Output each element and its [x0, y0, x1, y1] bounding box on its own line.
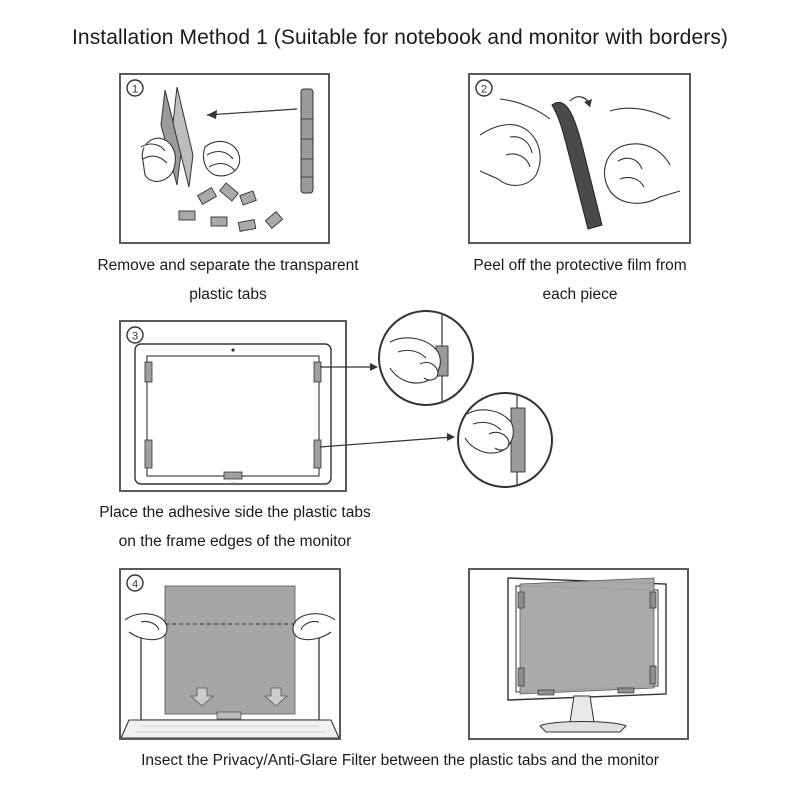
hand-icon	[140, 137, 241, 182]
page-title: Installation Method 1 (Suitable for note…	[71, 26, 729, 49]
plastic-tabs	[144, 361, 322, 480]
step-4-caption: Insect the Privacy/Anti-Glare Filter bet…	[60, 746, 740, 775]
step-2-number: 2	[481, 84, 487, 96]
monitor-result-illustration	[507, 577, 667, 733]
step-3-caption-line-2: on the frame edges of the monitor	[118, 533, 352, 550]
hand-icon	[479, 98, 681, 204]
protective-film-icon	[551, 96, 603, 230]
hand-icon	[464, 409, 514, 454]
step-3-detail-top	[378, 310, 474, 406]
hand-icon	[389, 337, 441, 384]
step-4-caption-line-1: Insect the Privacy/Anti-Glare Filter bet…	[141, 752, 659, 769]
step-4-panel: 4	[119, 568, 341, 740]
tab-pieces	[178, 182, 284, 232]
plastic-tabs	[517, 591, 657, 696]
svg-text:····: ····	[230, 480, 237, 486]
step-1-panel: 1	[119, 73, 330, 244]
step-1-caption-line-1: Remove and separate the transparent	[97, 257, 359, 274]
step-3-caption: Place the adhesive side the plastic tabs…	[70, 498, 400, 556]
step-1-number: 1	[132, 84, 138, 96]
step-3-illustration: 3 ····	[126, 326, 332, 486]
tab-strip-icon	[300, 88, 314, 194]
step-4-number: 4	[132, 579, 138, 591]
step-4-result-panel	[468, 568, 689, 740]
step-2-panel: 2	[468, 73, 691, 244]
step-1-caption-line-2: plastic tabs	[189, 286, 267, 303]
hand-icon	[124, 613, 336, 641]
step-3-number: 3	[132, 331, 138, 343]
step-2-caption: Peel off the protective film from each p…	[440, 251, 720, 309]
tab-strip-icon	[160, 86, 194, 188]
privacy-filter	[519, 577, 655, 695]
step-2-illustration: 2	[475, 79, 681, 230]
step-4-illustration: 4	[121, 574, 339, 738]
step-3-panel: 3 ····	[119, 320, 347, 492]
arrow-icon	[206, 108, 298, 119]
step-3-caption-line-1: Place the adhesive side the plastic tabs	[99, 504, 371, 521]
arrow-icon	[189, 687, 289, 707]
step-1-illustration: 1	[126, 79, 314, 232]
laptop-icon: ····	[134, 343, 332, 486]
step-2-caption-line-1: Peel off the protective film from	[473, 257, 687, 274]
step-2-caption-line-2: each piece	[542, 286, 618, 303]
step-1-caption: Remove and separate the transparent plas…	[64, 251, 392, 309]
step-3-detail-bottom	[457, 392, 553, 488]
